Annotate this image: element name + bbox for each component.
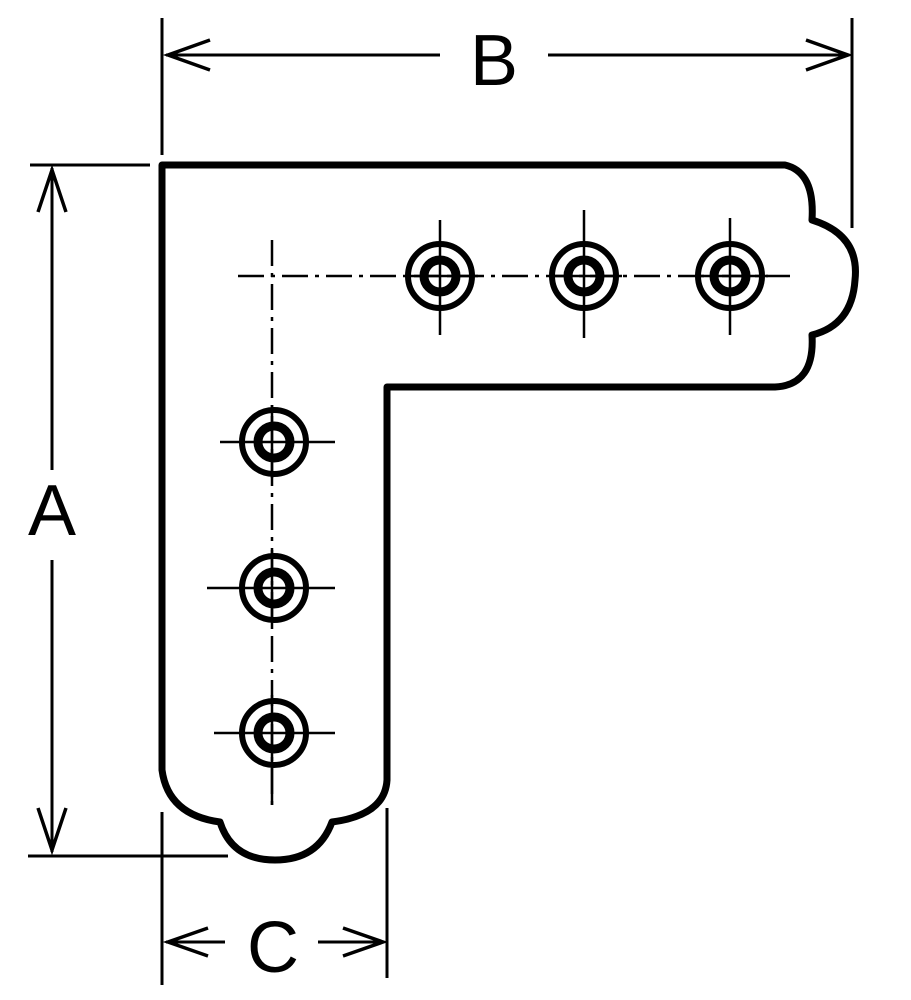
dim-c-arrow-right <box>342 926 389 958</box>
dimension-label-b: B <box>470 21 518 101</box>
dim-c-arrow-left <box>162 926 209 958</box>
hole-v1 <box>220 405 335 478</box>
hole-h2 <box>549 210 622 338</box>
hole-h3 <box>695 218 768 335</box>
dimension-a <box>28 163 228 858</box>
dim-a-arrow-bottom <box>36 807 68 856</box>
hole-v3 <box>214 695 335 805</box>
hole-v2 <box>207 550 335 625</box>
dim-b-arrow-left <box>162 38 211 72</box>
centerlines <box>238 240 790 805</box>
dimension-b <box>160 18 854 228</box>
bracket-outline <box>158 161 859 864</box>
hole-h1 <box>405 220 478 335</box>
dimension-c <box>160 808 389 985</box>
dim-b-arrow-right <box>805 38 854 72</box>
dim-a-arrow-top <box>36 164 68 213</box>
dimension-label-c: C <box>247 908 299 988</box>
dimension-label-a: A <box>28 471 76 551</box>
